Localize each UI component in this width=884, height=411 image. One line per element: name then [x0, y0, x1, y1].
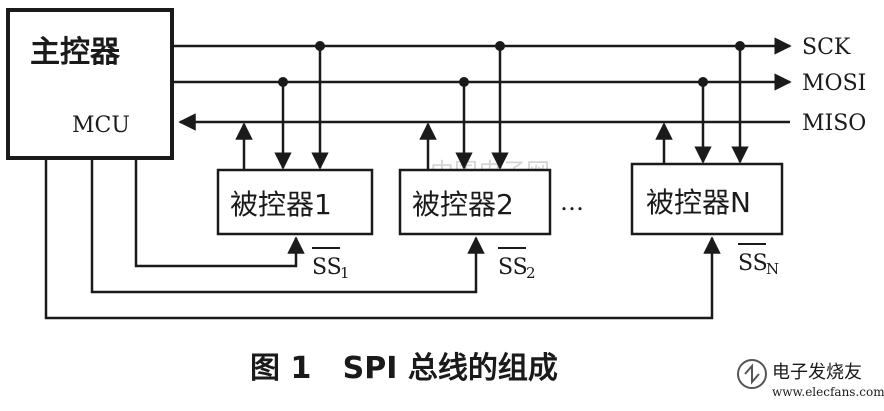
- brand-site: www.elecfans.com: [772, 385, 884, 399]
- ss-label-2: SS 2: [498, 247, 536, 282]
- brand-watermark: 电子发烧友 www.elecfans.com: [737, 359, 884, 399]
- ss1-line: [134, 158, 305, 268]
- slave-box: [216, 168, 374, 236]
- master-box: [6, 8, 174, 160]
- ss2-line: [90, 158, 485, 294]
- ss-label-n: SS N: [738, 243, 779, 278]
- slave-box: [630, 162, 784, 236]
- slave-2: 被控器2: [398, 168, 552, 236]
- slave-box: [398, 168, 552, 236]
- slave-label: 被控器1: [230, 188, 332, 221]
- brand-logo-icon: [737, 359, 767, 389]
- figure-caption: 图 1 SPI 总线的组成: [250, 351, 558, 386]
- slave-connectors: [235, 46, 749, 170]
- master-controller: 主控器 MCU: [6, 8, 174, 160]
- ss-label-1: SS 1: [312, 247, 350, 282]
- ss-main: SS: [738, 251, 768, 276]
- ellipsis: …: [560, 188, 584, 216]
- sck-label: SCK: [802, 35, 851, 60]
- slave-n: 被控器N: [630, 162, 784, 236]
- slave-1: 被控器1: [216, 168, 374, 236]
- master-subtitle: MCU: [72, 113, 130, 138]
- mosi-label: MOSI: [802, 71, 866, 96]
- slave-label: 被控器2: [412, 188, 514, 221]
- ss-sub: 2: [526, 264, 536, 282]
- brand-logo-mark: [744, 363, 760, 385]
- ss-sub: 1: [340, 264, 350, 282]
- ss-main: SS: [498, 255, 528, 280]
- brand-text: 电子发烧友: [772, 362, 862, 383]
- ssn-line: [44, 158, 721, 320]
- slave-label: 被控器N: [646, 186, 751, 219]
- miso-label: MISO: [802, 111, 866, 136]
- bus-lines: [172, 37, 792, 131]
- ss-lines: [44, 158, 721, 320]
- master-title: 主控器: [30, 35, 121, 70]
- ss-main: SS: [312, 255, 342, 280]
- junction-dots: [278, 41, 745, 87]
- ss-sub: N: [766, 260, 779, 278]
